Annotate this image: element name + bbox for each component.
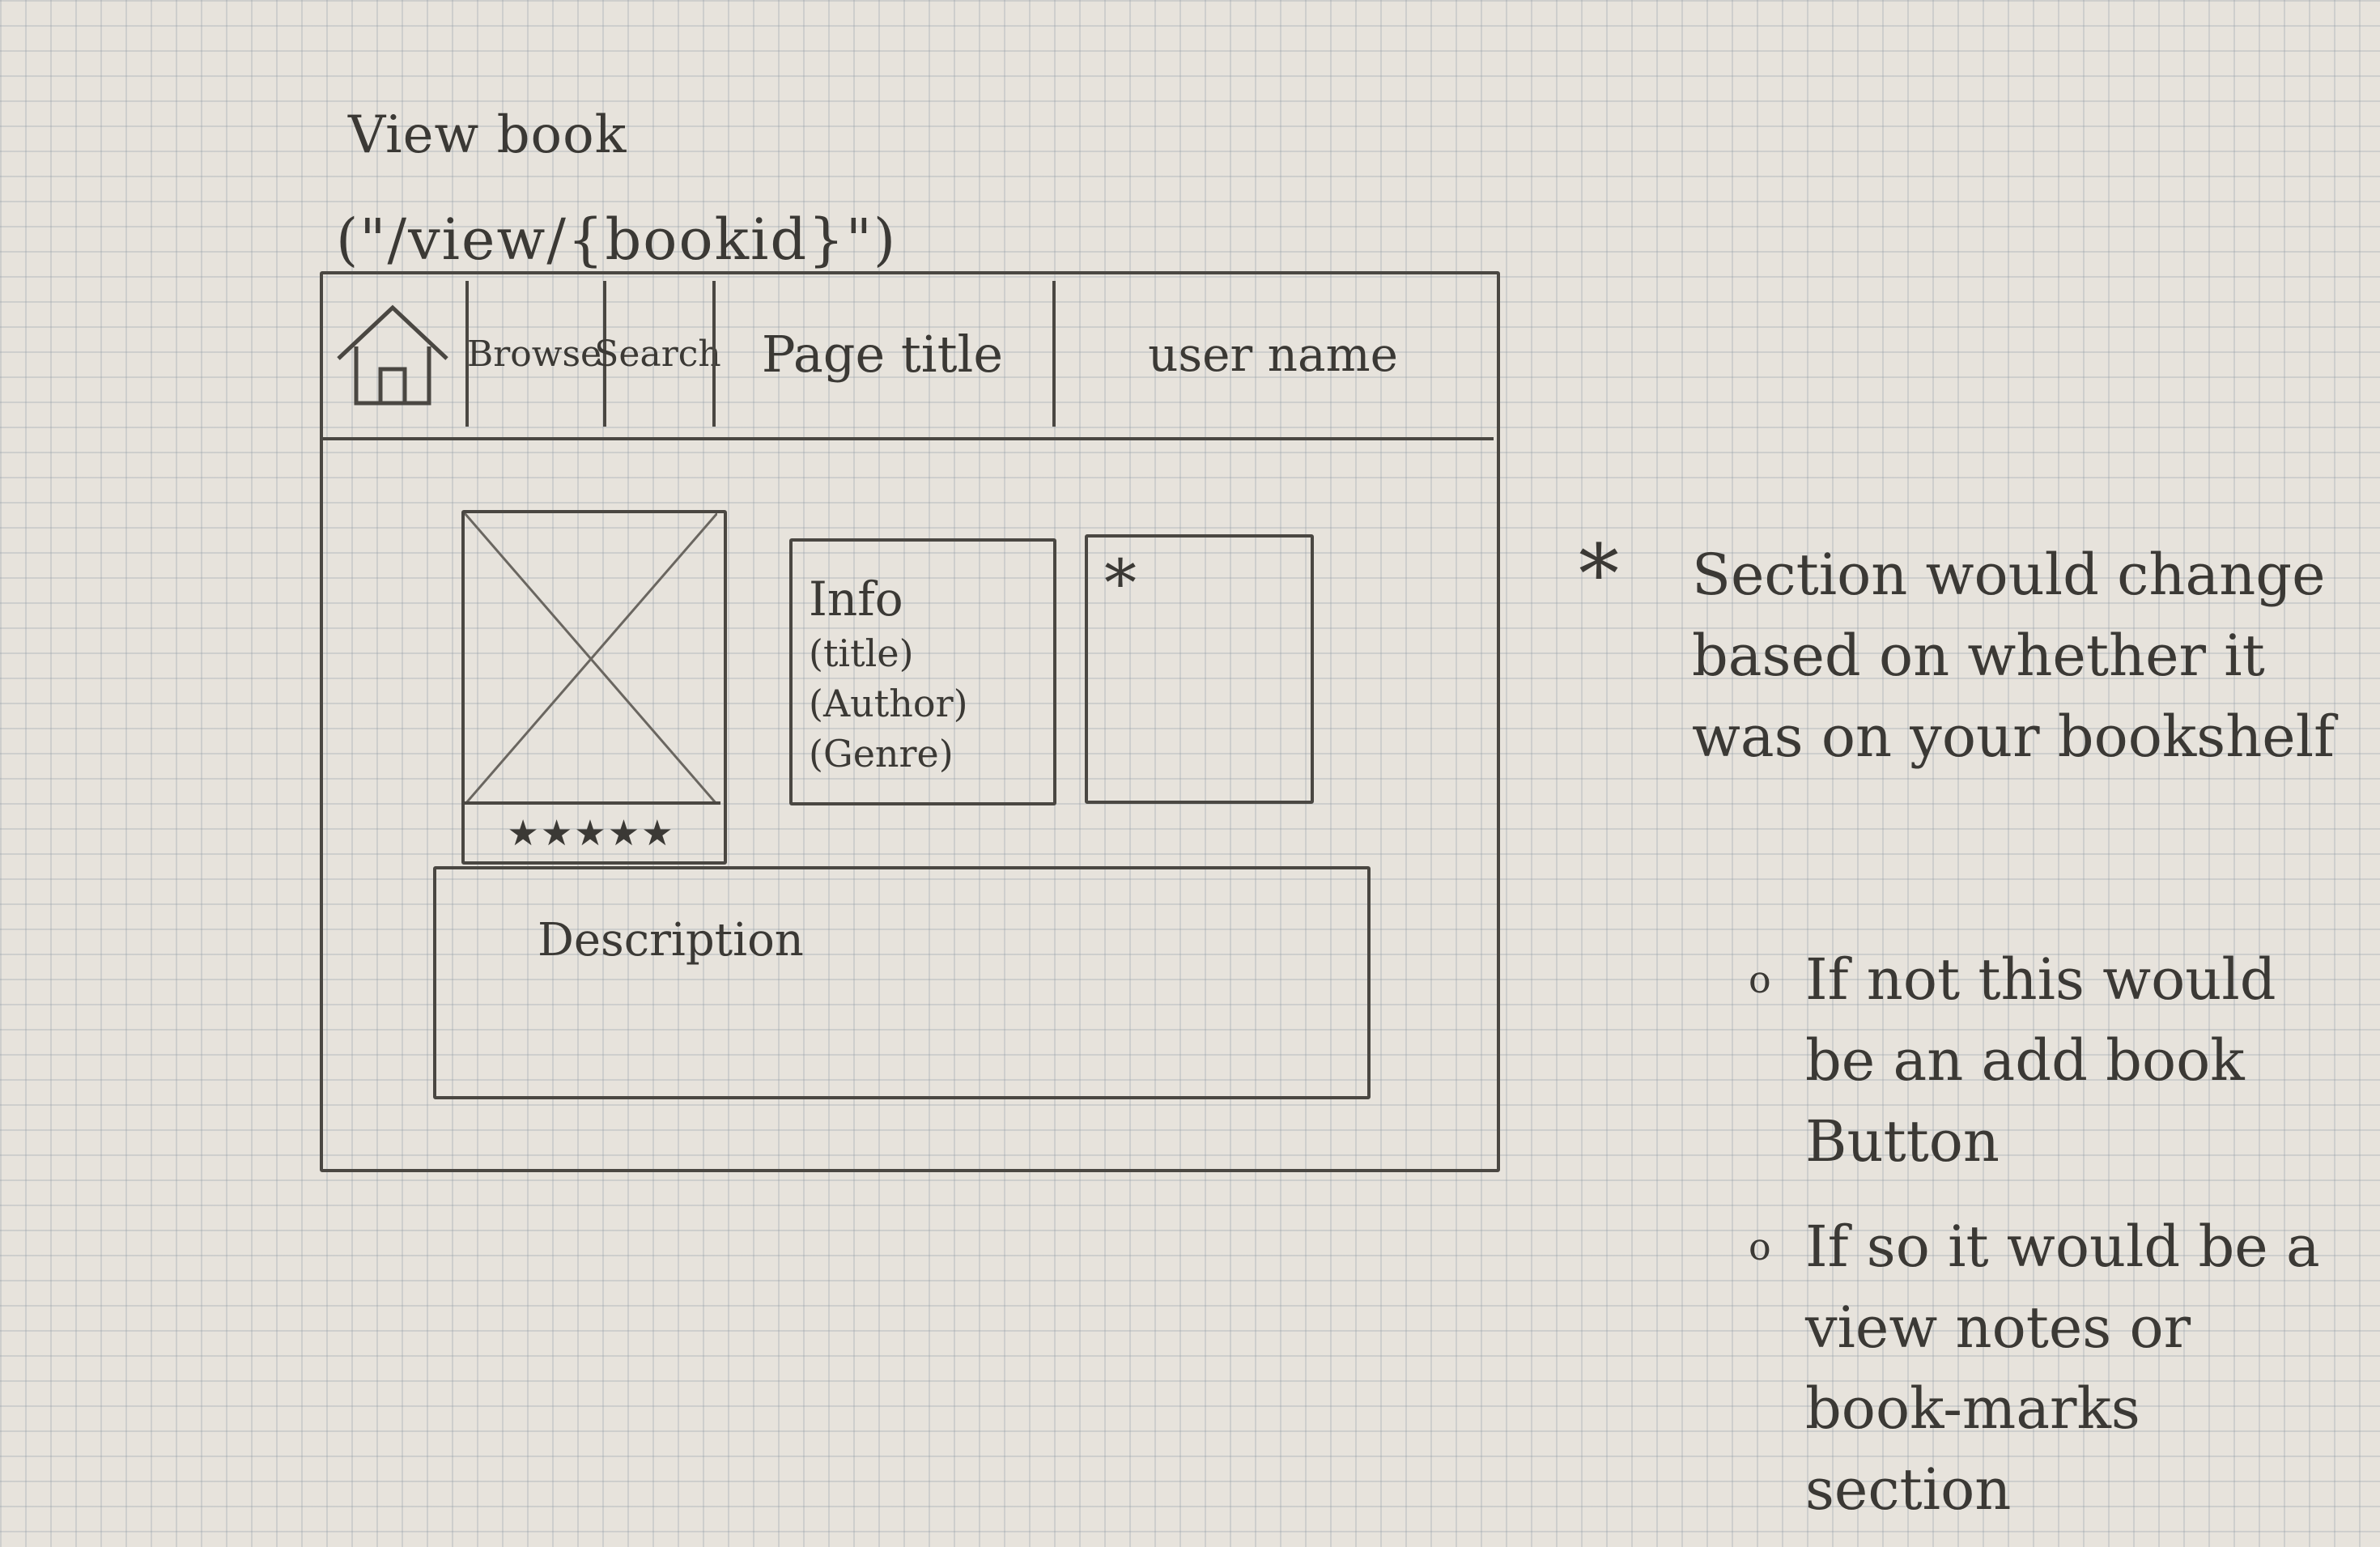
info-author: (Author): [809, 682, 968, 725]
search-nav-item[interactable]: Search: [594, 334, 721, 375]
book-info-panel: Info (title) (Author) (Genre): [789, 538, 1056, 805]
wireframe-route: ("/view/{bookid}"): [336, 206, 898, 273]
image-placeholder-icon: [465, 513, 717, 805]
note-asterisk: *: [1579, 527, 1619, 622]
browse-nav-item[interactable]: Browse: [466, 334, 602, 375]
note-bullet: If so it would be a view notes or book-m…: [1749, 1206, 2356, 1530]
home-button[interactable]: [320, 271, 465, 437]
asterisk-marker: *: [1104, 546, 1137, 621]
note-bullets: If not this would be an add book Button …: [1749, 939, 2356, 1530]
conditional-section[interactable]: *: [1085, 534, 1314, 804]
note-bullet: If not this would be an add book Button: [1749, 939, 2356, 1182]
note-text: Section would change based on whether it…: [1692, 542, 2335, 770]
page-title: Page title: [761, 325, 1004, 384]
info-heading: Info: [809, 572, 903, 627]
nav-divider: [603, 281, 606, 427]
top-navbar: Browse Search Page title user name: [320, 271, 1494, 440]
nav-divider: [712, 281, 716, 427]
house-icon: [337, 304, 448, 405]
book-cover-image: [461, 510, 727, 865]
user-name[interactable]: user name: [1148, 326, 1398, 382]
page-frame: [320, 271, 1500, 1172]
wireframe-title: View book: [348, 105, 627, 165]
info-genre: (Genre): [809, 732, 954, 776]
info-title: (title): [809, 631, 914, 675]
nav-divider: [1052, 281, 1056, 427]
nav-divider: [465, 281, 469, 427]
star-rating[interactable]: ★★★★★: [461, 801, 720, 861]
description-panel: Description: [433, 866, 1371, 1099]
description-label: Description: [538, 914, 804, 967]
